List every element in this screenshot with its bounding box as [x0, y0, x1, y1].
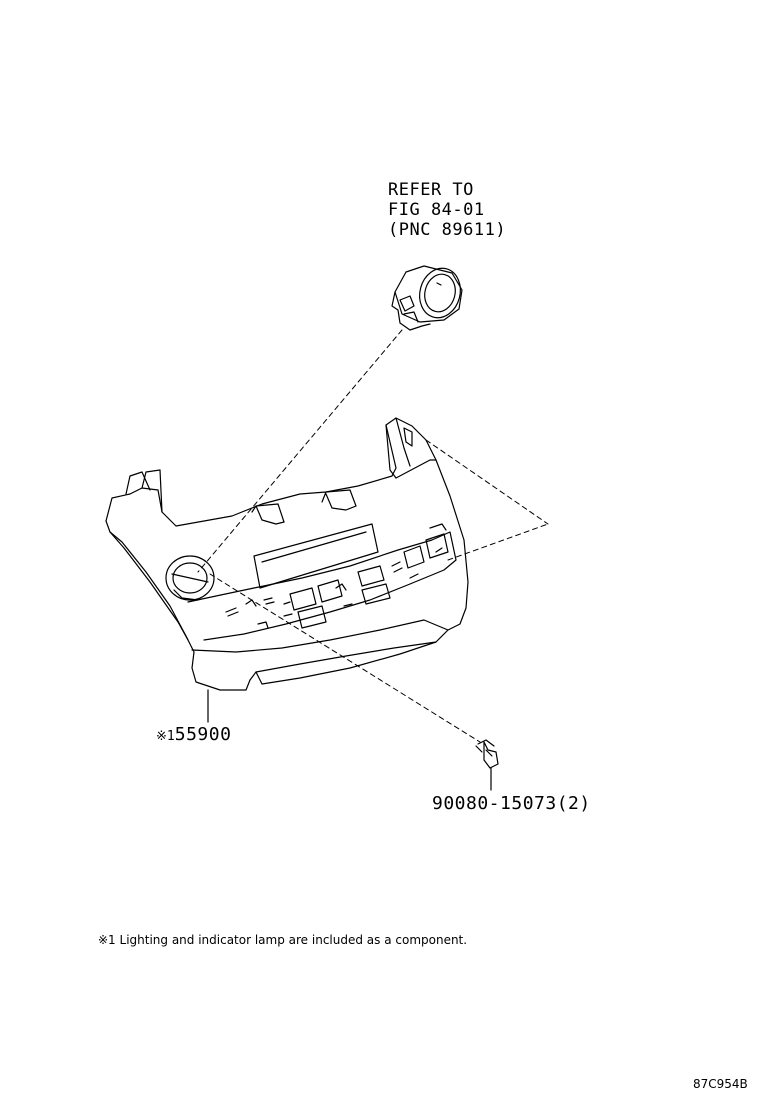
bolt-icon: [475, 739, 499, 769]
refer-to-line1: REFER TO: [388, 180, 474, 200]
bracket-dashline-bottom: [447, 523, 549, 561]
push-switch-icon: [391, 265, 463, 331]
footnote: ※1 Lighting and indicator lamp are inclu…: [98, 933, 468, 947]
refer-to-line2: FIG 84-01: [388, 200, 485, 220]
figure-id: 87C954B: [693, 1077, 748, 1091]
main-part-callout: ※155900: [156, 725, 231, 747]
switch-to-knob-dashline: [197, 329, 403, 573]
main-part-number: 55900: [174, 724, 232, 745]
main-part-mark: ※1: [156, 729, 175, 744]
refer-to-line3: (PNC 89611): [388, 220, 507, 240]
bolt-dashline: [209, 573, 481, 743]
bolt-part-callout: 90080-15073(2): [432, 793, 591, 814]
bracket-dashline-top: [425, 439, 549, 525]
climate-control-panel-icon: [105, 417, 469, 691]
